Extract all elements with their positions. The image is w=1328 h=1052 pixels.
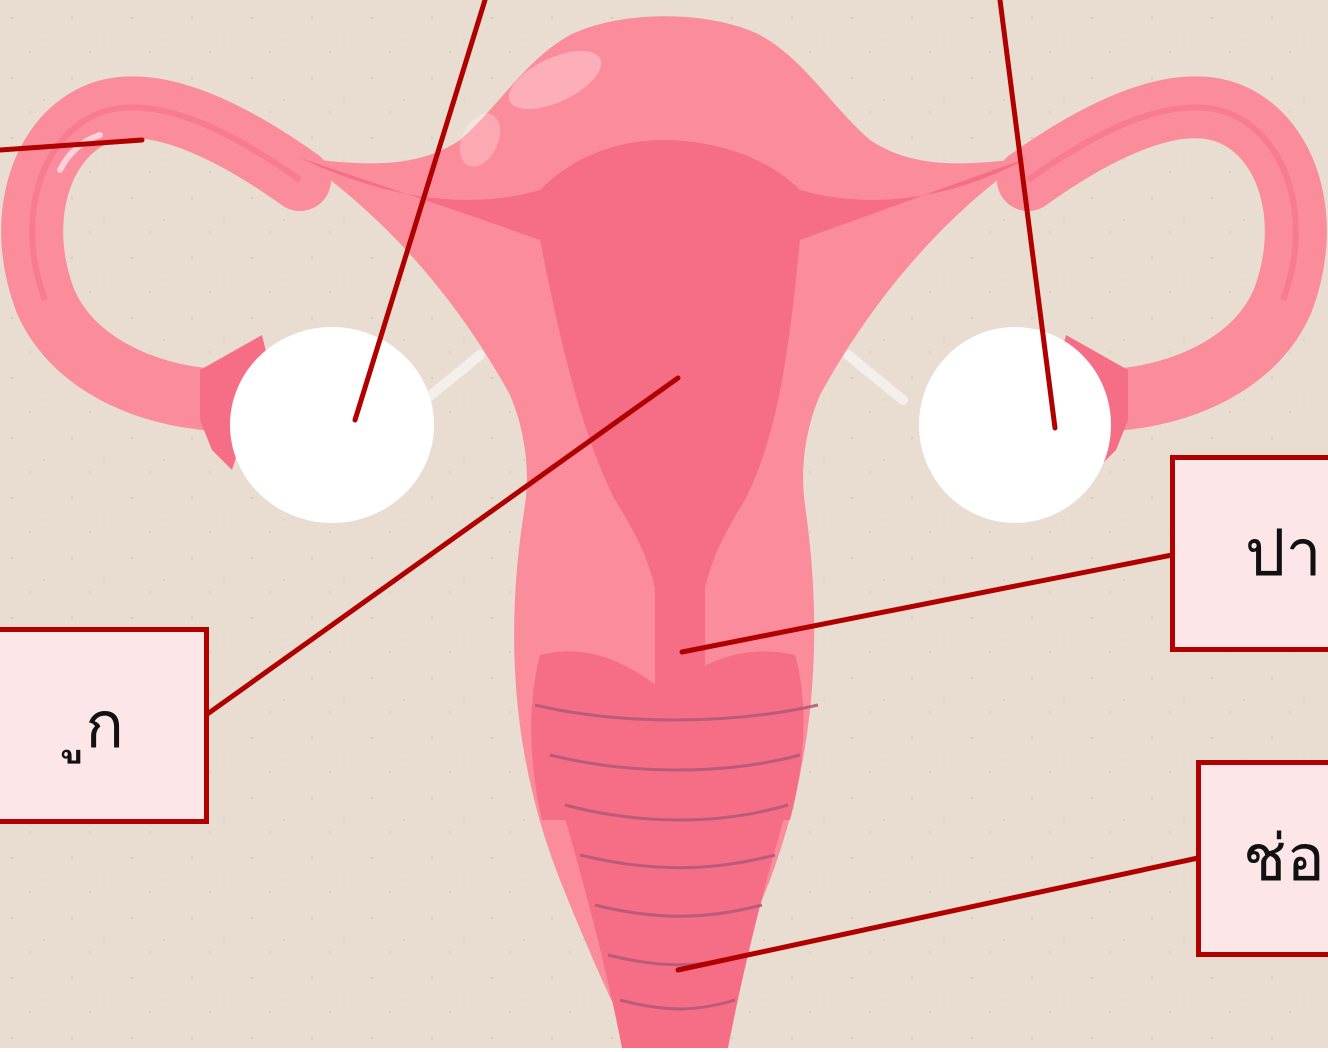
left-ovary	[230, 327, 434, 523]
right-ovary	[919, 327, 1111, 523]
label-vagina-text: ช่อ	[1243, 827, 1325, 891]
label-cervix: ปา	[1170, 455, 1328, 652]
cervical-canal	[655, 535, 705, 690]
label-cervix-text: ปา	[1245, 522, 1322, 586]
label-uterus-text: ูก	[85, 694, 124, 758]
label-vagina: ช่อ	[1196, 760, 1328, 957]
label-uterus: ูก	[0, 627, 209, 824]
